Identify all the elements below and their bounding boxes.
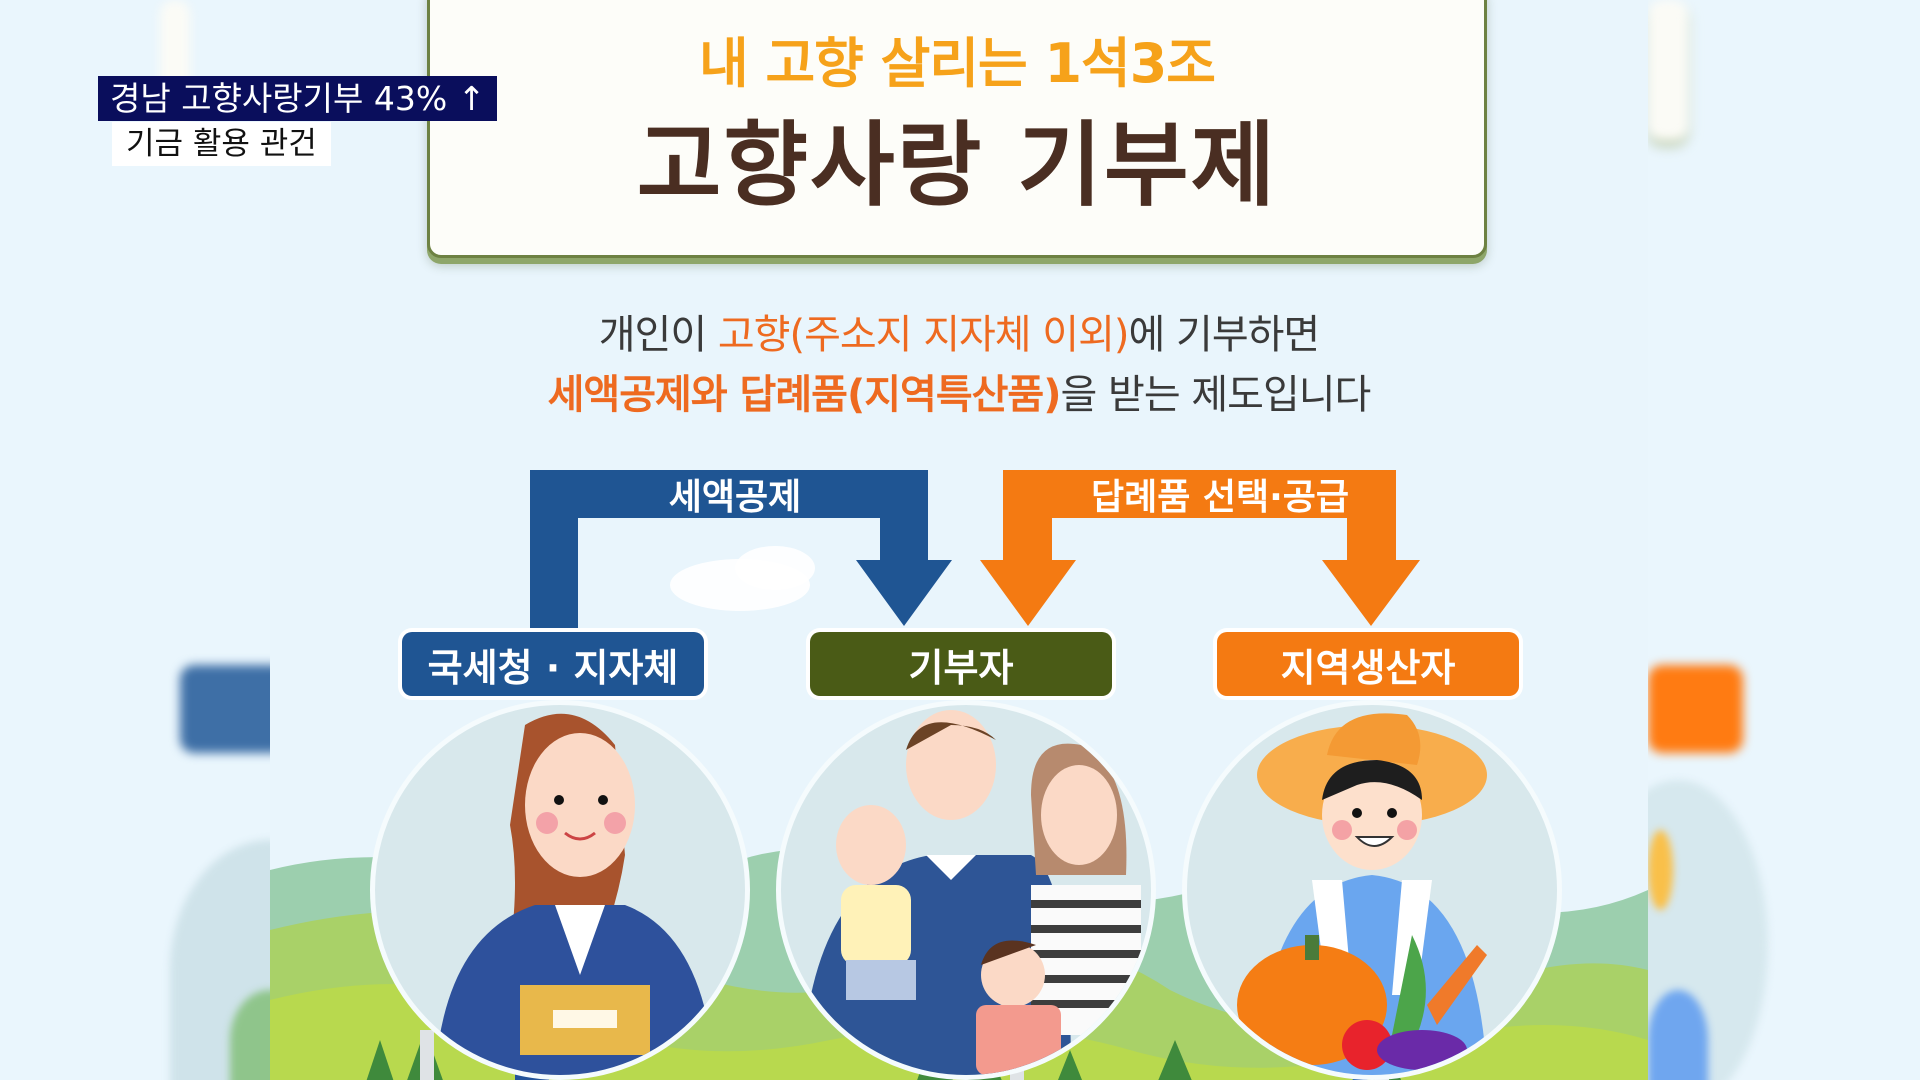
- description-1-highlight: 고향(주소지 지자체 이외): [717, 312, 1130, 358]
- gift-supply-arrow-label: 답례품 선택·공급: [1090, 477, 1350, 518]
- description-line-1: 개인이 고향(주소지 지자체 이외)에 기부하면: [270, 302, 1648, 360]
- news-caption-headline: 경남 고향사랑기부 43% ↑: [98, 76, 498, 121]
- family-icon: [801, 710, 1141, 1075]
- description-line-2: 세액공제와 답례품(지역특산품)을 받는 제도입니다: [270, 362, 1648, 420]
- node-label-tax-office: 국세청 · 지자체: [402, 632, 704, 696]
- description-2-post: 을 받는 제도입니다: [1060, 372, 1372, 418]
- node-label-donor: 기부자: [810, 632, 1112, 696]
- tax-credit-arrow: [530, 470, 952, 628]
- tax-credit-arrow-label: 세액공제: [668, 477, 802, 518]
- title-card: 내 고향 살리는 1석3조 고향사랑 기부제: [427, 0, 1487, 258]
- blurred-label-left: [180, 665, 270, 753]
- blurred-figure-right: [1648, 830, 1673, 910]
- farmer-illustration: [1182, 700, 1562, 1080]
- blurred-backdrop-left: [0, 0, 270, 1080]
- family-donor-illustration: [776, 700, 1156, 1080]
- infographic-subtitle: 내 고향 살리는 1석3조: [699, 32, 1216, 95]
- description-1-post: 에 기부하면: [1128, 312, 1321, 358]
- officer-icon: [435, 713, 715, 1075]
- news-caption-subheadline: 기금 활용 관건: [112, 122, 331, 166]
- blurred-shirt-right: [1648, 990, 1708, 1080]
- description-1-pre: 개인이: [598, 312, 718, 358]
- node-label-producer: 지역생산자: [1217, 632, 1519, 696]
- blurred-backdrop-right: [1648, 0, 1920, 1080]
- infographic-panel: 내 고향 살리는 1석3조 고향사랑 기부제 개인이 고향(주소지 지자체 이외…: [270, 0, 1648, 1080]
- infographic-title: 고향사랑 기부제: [636, 112, 1278, 219]
- gift-supply-arrow: [980, 470, 1420, 626]
- flow-arrows: [530, 470, 1420, 628]
- farmer-icon: [1237, 713, 1487, 1075]
- blurred-label-right: [1648, 665, 1743, 753]
- tax-officer-illustration: [370, 700, 750, 1080]
- description-2-highlight: 세액공제와 답례품(지역특산품): [547, 372, 1062, 418]
- blurred-card-right: [1648, 0, 1688, 140]
